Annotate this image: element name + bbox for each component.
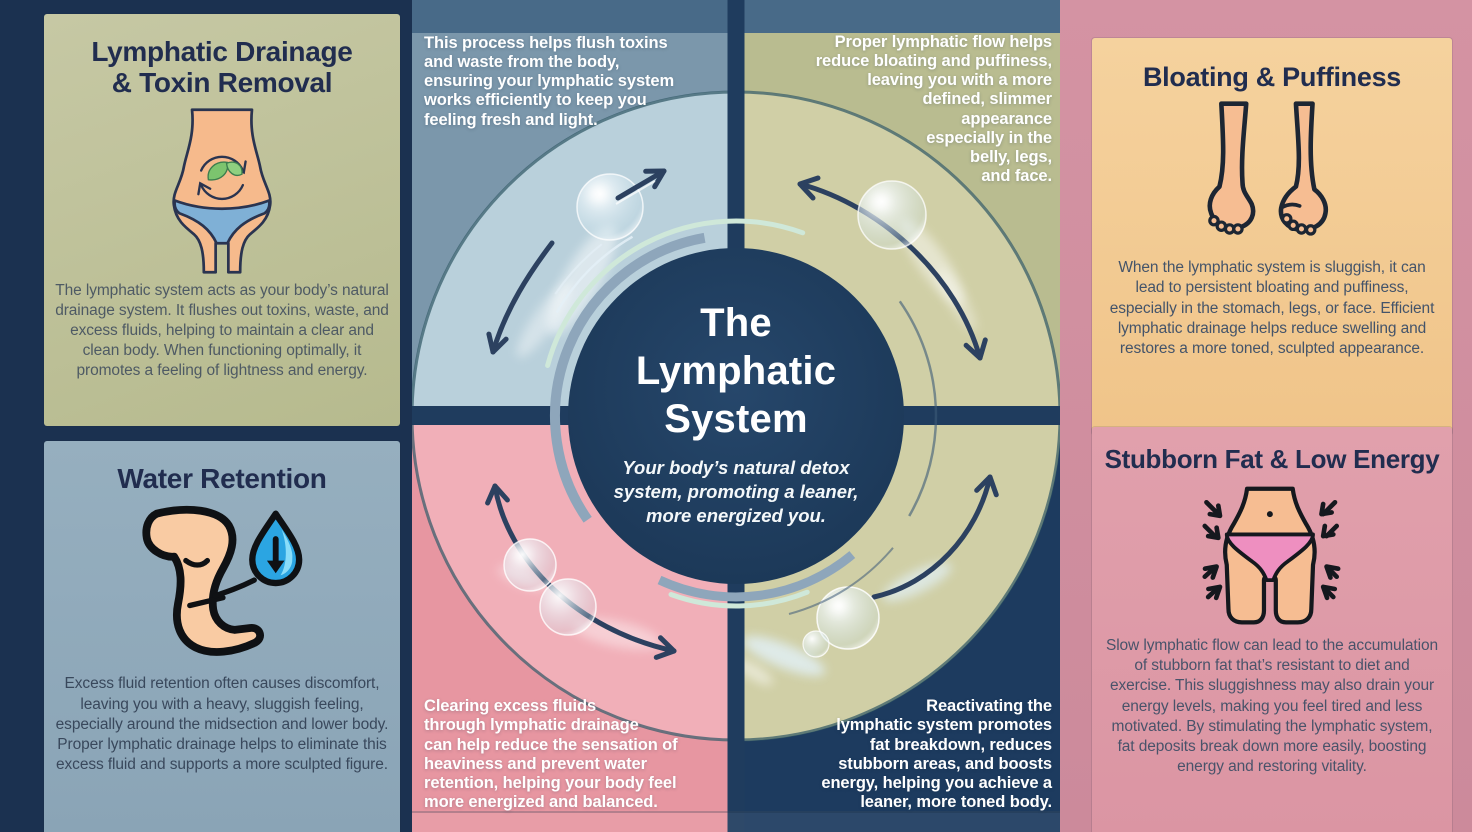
- panel-bloating-puffiness: Bloating & Puffiness When the lymphatic …: [1092, 38, 1452, 435]
- flow-motif-bottom-right: [734, 474, 999, 686]
- leg-water-drop-icon: [142, 506, 303, 657]
- panel-title-water-retention: Water Retention: [117, 463, 327, 494]
- flow-ring-graphic: [412, 0, 1060, 832]
- quadrant-caption-top-right: Proper lymphatic flow helps reduce bloat…: [815, 33, 1052, 185]
- center-subtitle: Your body’s natural detox system, promot…: [613, 457, 859, 527]
- leaves-icon: [207, 161, 243, 181]
- water-drop-icon: [249, 510, 303, 587]
- center-title-line-2: Lymphatic: [635, 349, 837, 393]
- panel-lymphatic-drainage: Lymphatic Drainage & Toxin Removal The l…: [44, 14, 400, 426]
- panel-body-bloating-puffiness: When the lymphatic system is sluggish, i…: [1109, 259, 1435, 357]
- panel-title-bloating-puffiness: Bloating & Puffiness: [1142, 62, 1401, 92]
- panel-stubborn-fat-low-energy: Stubborn Fat & Low Energy Slow lymphatic…: [1092, 427, 1452, 832]
- panel-body-lymphatic-drainage: The lymphatic system acts as your body’s…: [55, 281, 389, 380]
- slim-hips-icon: [1202, 486, 1341, 625]
- flow-motif-bottom-left: [485, 483, 677, 660]
- flow-motif-top-right: [797, 175, 988, 361]
- panel-body-stubborn-fat: Slow lymphatic flow can lead to the accu…: [1105, 637, 1439, 775]
- center-title-line-1: The: [700, 301, 772, 345]
- medallion-arcs: [545, 218, 938, 615]
- swollen-legs-icon: [1207, 101, 1329, 236]
- panel-body-water-retention: Excess fluid retention often causes disc…: [55, 675, 389, 773]
- center-medallion: The Lymphatic System Your body’s natural…: [576, 299, 896, 528]
- quadrant-caption-bottom-right: Reactivating the lymphatic system promot…: [821, 697, 1052, 811]
- panel-title-lymphatic-drainage: Lymphatic Drainage & Toxin Removal: [91, 36, 353, 99]
- bottom-accent-strip: [412, 811, 1060, 832]
- panel-water-retention: Water Retention Excess fluid retention o…: [44, 441, 400, 832]
- center-flow-region: This process helps flush toxins and wast…: [412, 0, 1060, 832]
- center-circle: [568, 248, 904, 584]
- torso-detox-icon: [172, 108, 272, 274]
- flow-motif-top-left: [486, 168, 667, 358]
- panel-title-stubborn-fat: Stubborn Fat & Low Energy: [1104, 444, 1440, 474]
- center-title-line-3: System: [664, 397, 808, 441]
- quadrant-caption-top-left: This process helps flush toxins and wast…: [424, 34, 675, 129]
- quadrant-caption-bottom-left: Clearing excess fluids through lymphatic…: [424, 697, 678, 811]
- inward-arrows-icon: [1202, 500, 1341, 601]
